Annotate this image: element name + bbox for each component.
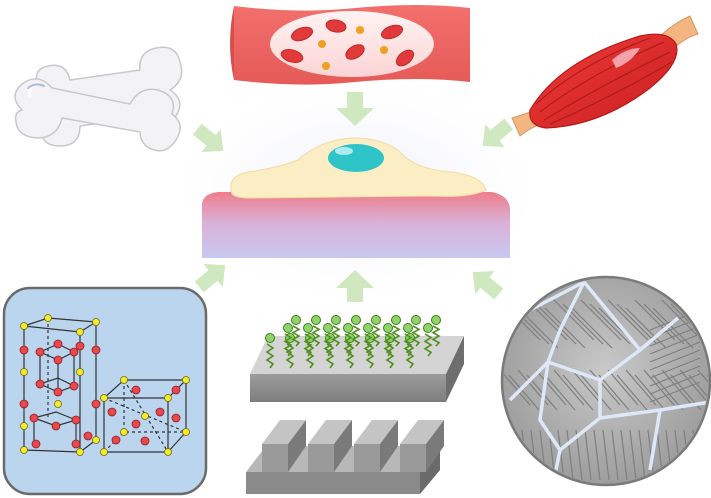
cell-on-substrate [202,137,510,258]
molecule-chain [291,325,301,347]
molecule-head [343,323,353,333]
molecule-chain [385,343,395,369]
arrow-bottom-left [194,263,226,293]
molecule-head [351,315,361,325]
molecule-head [363,323,373,333]
molecule-head [323,323,333,333]
molecule-chain [371,325,381,347]
molecule-chain [351,325,361,347]
molecule-head [403,323,413,333]
molecule-head [431,315,441,325]
molecule-chain [405,343,415,369]
molecule-chain [391,325,401,347]
muscle-icon [511,15,699,137]
molecule-chain [345,343,355,369]
molecule-chain [283,333,293,357]
molecule-head [265,333,275,343]
molecule-head [411,315,421,325]
grooved-surface-icon [246,420,444,494]
arrow-bottom [336,270,374,302]
molecules [265,315,441,369]
molecule-head [303,323,313,333]
molecule-chain [343,333,353,357]
molecule-chain [323,333,333,357]
molecule-chain [311,325,321,347]
arrow-top-right [482,118,514,148]
molecule-chain [325,343,335,369]
grain-microstructure-icon [500,275,711,487]
arrow-bottom-right [472,270,504,300]
lattice-atoms-red [19,339,181,449]
molecule-chain [411,325,421,347]
molecule-head [383,323,393,333]
molecule-chain [331,325,341,347]
blood-vessel-icon [230,5,470,85]
molecule-chain [365,343,375,369]
lattice-atoms-yellow [20,314,190,456]
molecule-head [371,315,381,325]
molecule-head [331,315,341,325]
molecule-chain [403,333,413,357]
molecule-coated-surface-icon [250,315,464,402]
molecule-head [311,315,321,325]
molecule-chain [265,343,275,369]
substrate [202,192,510,258]
molecule-head [423,323,433,333]
platelets [318,26,388,70]
molecule-chain [363,333,373,357]
crystal-lattice-icon [2,286,208,496]
bone-icon [14,46,183,152]
surface-ridges [262,420,444,472]
ridge [308,420,352,472]
nucleus-highlight [335,147,353,155]
arrow-top [336,92,374,126]
arrows [192,92,514,302]
cell-nucleus [328,144,384,172]
ridge [354,420,398,472]
molecule-head [283,323,293,333]
arrow-top-left [192,123,224,153]
molecule-chain [423,333,433,357]
molecule-chain [383,333,393,357]
molecule-chain [285,343,295,369]
ridge [262,420,306,472]
molecule-head [291,315,301,325]
ridge [400,420,444,472]
molecule-chain [303,333,313,357]
molecule-chain [305,343,315,369]
molecule-head [391,315,401,325]
molecule-chain [431,325,441,347]
